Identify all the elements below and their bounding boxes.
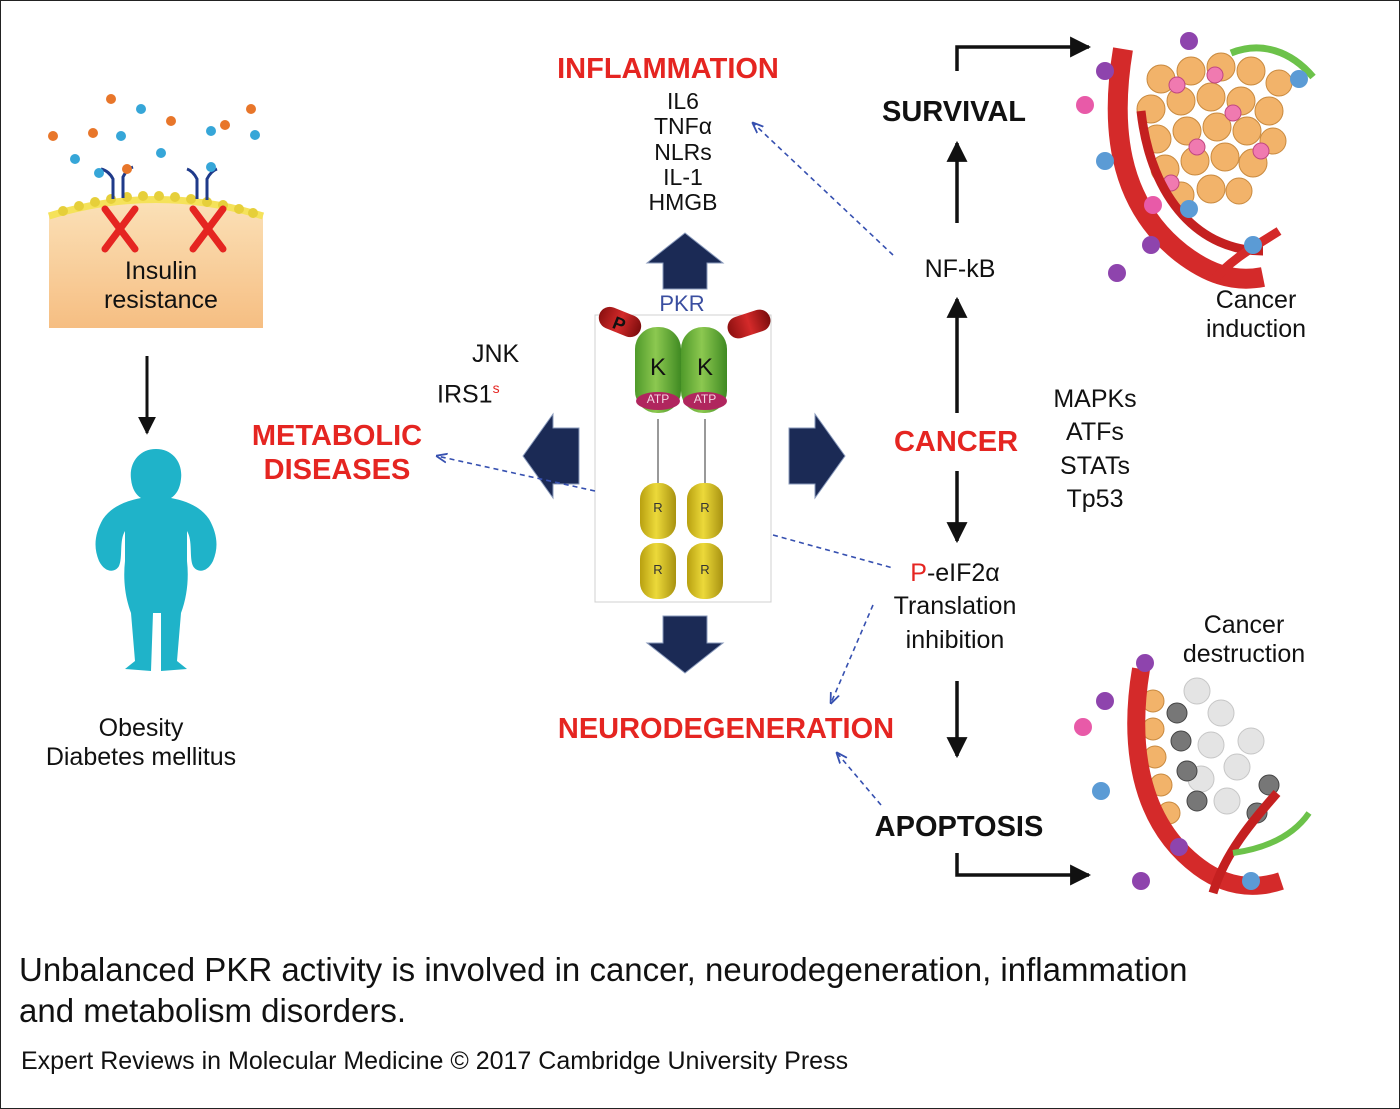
nfkb-label: NF-kB [924, 255, 996, 283]
phospho-group-left [598, 306, 642, 338]
jnk-label: JNK [472, 340, 520, 368]
atp-pocket-right [683, 392, 727, 410]
apoptosis-label: APOPTOSIS [874, 811, 1044, 843]
rbd-label-2-left: R [653, 562, 663, 577]
mediator-tnfa: TNFα [653, 113, 712, 140]
atp-pocket-left [636, 392, 680, 410]
cancer-heading: CANCER [893, 426, 1019, 458]
cancer-induction-label: Cancer induction [1205, 286, 1307, 343]
rbd-1-left [640, 483, 676, 539]
tumor-induction-illustration [1076, 32, 1316, 289]
arrow-to-metabolic [522, 412, 580, 500]
peif2a-translation-label: P-eIF2α Translation inhibition [893, 559, 1017, 654]
pkr-label: PKR [659, 291, 705, 316]
pathway-mapks: MAPKs [1053, 385, 1137, 413]
rbd-1-right [687, 483, 723, 539]
pkr-protein-panel [594, 306, 772, 603]
rbd-label-1-left: R [653, 500, 663, 515]
cancer-pathways-list: MAPKs ATFs STATs Tp53 [1053, 383, 1136, 516]
obesity-diabetes-label: Obesity Diabetes mellitus [45, 714, 237, 771]
neurodegeneration-heading: NEURODEGENERATION [557, 713, 895, 745]
survival-to-tumor-arrow [955, 36, 1092, 71]
rbd-label-2-right: R [700, 562, 710, 577]
atp-label-right: ATP [693, 392, 717, 406]
rbd-2-right [687, 543, 723, 599]
irs1-label: IRS1s [437, 380, 500, 409]
arrow-to-inflammation [645, 232, 725, 290]
inflammation-mediators-list: IL6 TNFα NLRs IL-1 HMGB [648, 88, 718, 216]
kinase-domain-left [635, 327, 681, 413]
mediator-il1: IL-1 [663, 163, 703, 190]
dashed-translation-to-neuro [831, 604, 874, 703]
mediator-nlrs: NLRs [654, 138, 712, 165]
kinase-label-left: K [649, 354, 667, 381]
figure-source: Expert Reviews in Molecular Medicine © 2… [21, 1047, 849, 1075]
metabolic-diseases-heading: METABOLIC DISEASES [251, 420, 423, 487]
obese-person-silhouette [95, 449, 217, 671]
pathway-tp53: Tp53 [1066, 484, 1124, 513]
insulin-resistance-illustration [47, 94, 265, 328]
arrow-to-cancer [788, 412, 846, 500]
tumor-destruction-illustration [1074, 654, 1312, 895]
pathway-atfs: ATFs [1066, 418, 1124, 447]
dashed-nfkb-to-inflammation [753, 123, 894, 256]
arrow-to-neurodegeneration [645, 615, 725, 674]
phospho-group-right [727, 309, 771, 339]
rbd-label-1-right: R [700, 500, 710, 515]
survival-label: SURVIVAL [882, 96, 1026, 128]
mediator-hmgb: HMGB [648, 189, 718, 216]
kinase-domain-right [681, 327, 727, 413]
kinase-label-right: K [696, 354, 714, 381]
pathway-stats: STATs [1060, 451, 1130, 480]
insulin-resistance-label: Insulin resistance [104, 257, 218, 314]
dashed-apoptosis-to-neuro [837, 753, 882, 806]
rbd-2-left [640, 543, 676, 599]
figure-caption: Unbalanced PKR activity is involved in c… [19, 951, 1188, 1030]
inflammation-heading: INFLAMMATION [557, 53, 779, 85]
dashed-to-peif2a [772, 534, 894, 569]
apoptosis-to-tumor-arrow [955, 853, 1092, 886]
mediator-il6: IL6 [667, 88, 699, 114]
atp-label-left: ATP [646, 392, 670, 406]
cancer-destruction-label: Cancer destruction [1182, 611, 1306, 668]
